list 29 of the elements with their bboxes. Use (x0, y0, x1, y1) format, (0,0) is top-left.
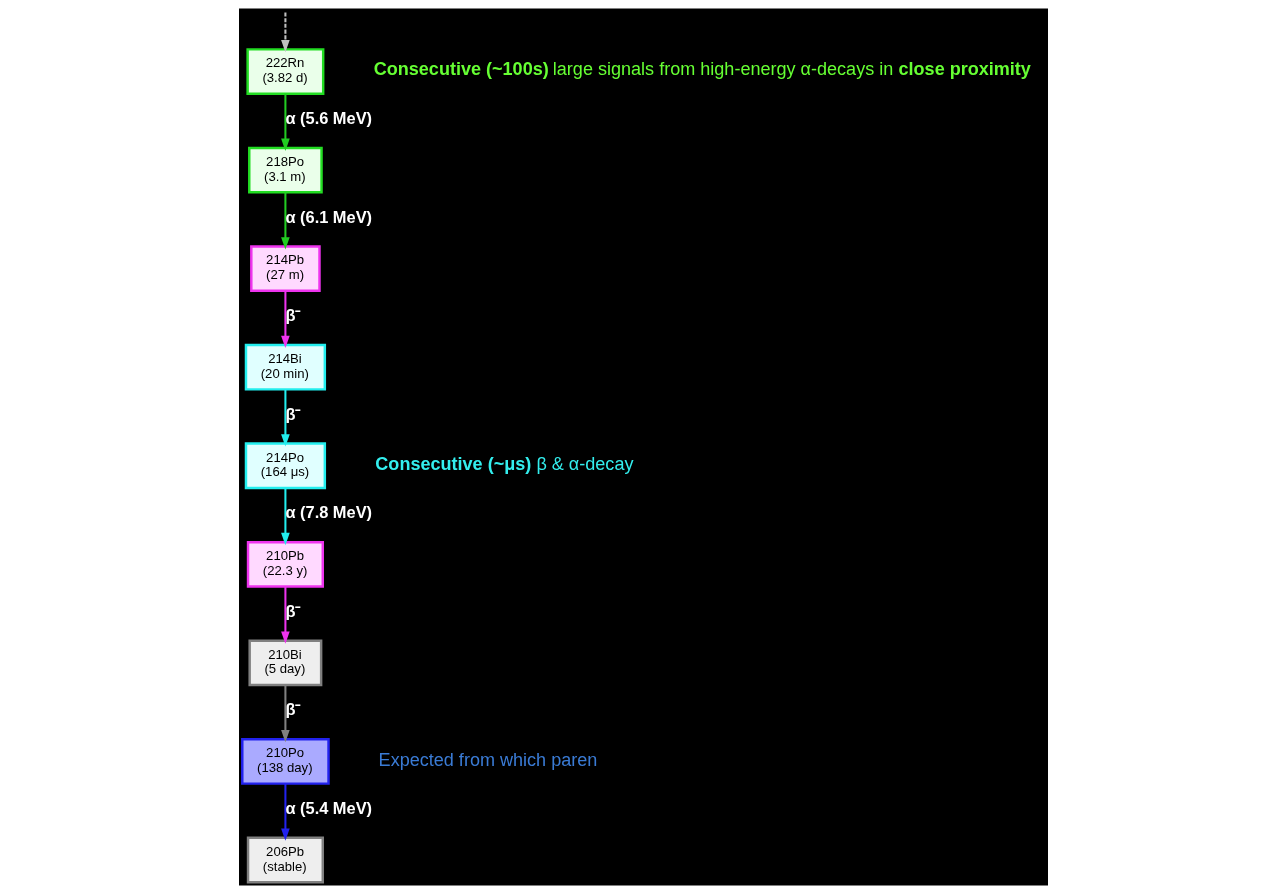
edge-label: β⁻ (284, 700, 301, 719)
node-box: 206Pb (stable) (246, 836, 324, 884)
node-box: 222Rn (3.82 d) (245, 48, 324, 95)
arrow (280, 93, 290, 151)
label: Consecutive (~100s) large signals from high-energy α-decays in close proximity (373, 59, 1031, 80)
arrow (280, 685, 290, 743)
arrow (280, 389, 290, 447)
node-box: 214Pb (27 m) (249, 245, 321, 293)
node-box: 214Bi (20 min) (244, 343, 326, 391)
arrow (280, 488, 290, 546)
edge-label: β⁻ (284, 404, 301, 423)
arrow (280, 586, 290, 644)
edge-label: β⁻ (284, 306, 301, 325)
node-box: 210Bi (5 day) (247, 639, 322, 687)
edge-label: α (5.6 MeV) (284, 109, 372, 128)
node-box: 210Pb (22.3 y) (246, 540, 324, 588)
arrow (280, 783, 290, 841)
arrow (280, 192, 290, 250)
node-box: 214Po (164 μs) (244, 442, 326, 490)
arrow (280, 12, 290, 53)
arrow (280, 291, 290, 349)
label: Expected from which paren (378, 750, 597, 771)
edge-label: β⁻ (284, 601, 301, 620)
label: Consecutive (~μs) β & α-decay (374, 453, 633, 474)
edge-label: α (6.1 MeV) (284, 207, 372, 226)
node-box: 218Po (3.1 m) (247, 146, 323, 194)
edge-label: α (7.8 MeV) (284, 503, 372, 522)
edge-label: α (5.4 MeV) (284, 799, 372, 818)
node-box: 210Po (138 day) (240, 738, 330, 785)
